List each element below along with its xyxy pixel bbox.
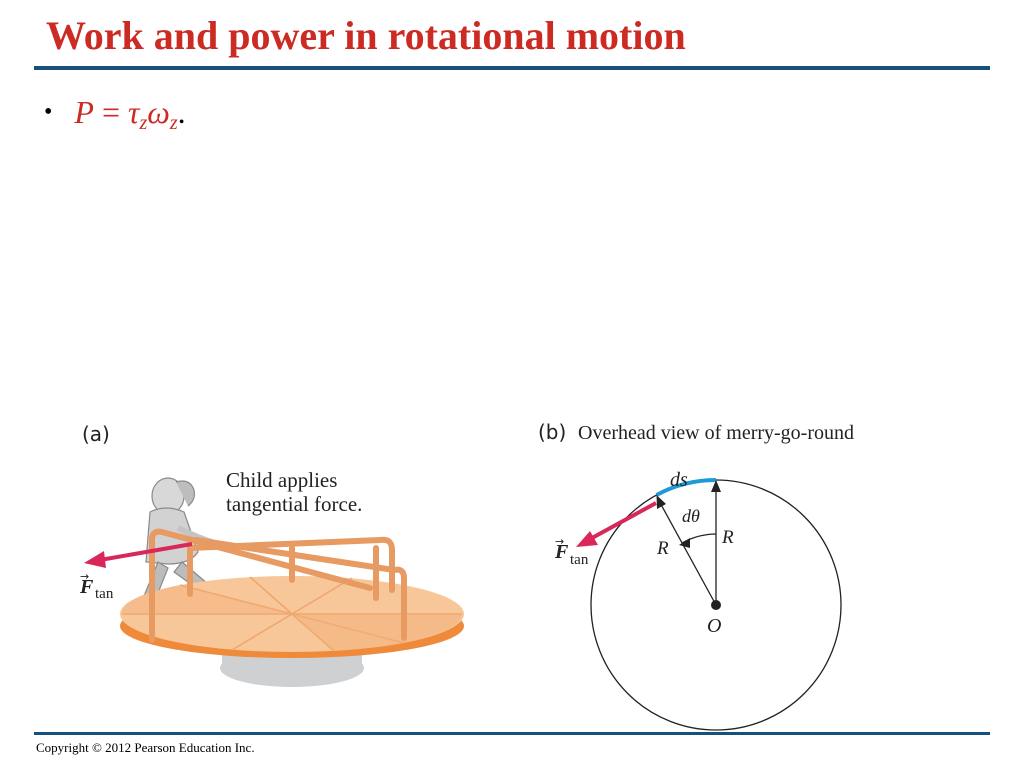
force-subscript-a: tan <box>95 586 114 602</box>
panel-b: (b) Overhead view of merry-go-round ds d… <box>538 420 854 731</box>
radius-line-slanted <box>657 498 717 606</box>
eq-omega: ω <box>147 94 170 130</box>
copyright-text: Copyright © 2012 Pearson Education Inc. <box>36 740 255 755</box>
power-equation: P = τzωz. <box>74 94 186 134</box>
radius-arrowhead-vertical <box>711 480 721 492</box>
radius-label-right: R <box>721 527 734 548</box>
panel-a-caption-line1: Child applies <box>226 468 337 492</box>
force-arrowhead-a <box>84 551 106 568</box>
force-arrowhead-b <box>576 531 598 547</box>
platform-shade-2 <box>121 585 292 614</box>
angle-arrowhead <box>679 538 690 548</box>
center-label: O <box>707 615 721 637</box>
eq-lhs: P <box>74 94 94 130</box>
panel-a: (a) Child applies tangential force. <box>79 422 464 687</box>
eq-period: . <box>177 94 186 130</box>
radius-arrowhead-slanted <box>656 495 666 509</box>
panel-b-caption: Overhead view of merry-go-round <box>578 422 854 444</box>
slide-title: Work and power in rotational motion <box>46 13 686 58</box>
footer-divider <box>34 732 990 735</box>
panel-a-label: (a) <box>82 422 110 446</box>
panel-a-caption-line2: tangential force. <box>226 492 362 516</box>
force-vector-arrow-a: → <box>80 570 89 583</box>
platform-shade <box>292 614 463 651</box>
panel-b-label: (b) <box>538 420 566 444</box>
bullet-item: •P = τzωz. <box>44 92 186 143</box>
bullet-marker: • <box>44 99 53 125</box>
center-point <box>711 600 721 610</box>
force-symbol-b: F <box>554 541 569 563</box>
ds-label: ds <box>670 469 688 491</box>
force-vector-arrow-b: → <box>555 535 564 548</box>
eq-tau: τ <box>128 94 140 130</box>
force-subscript-b: tan <box>570 552 589 568</box>
dtheta-label: dθ <box>682 506 700 526</box>
title-divider <box>34 66 990 70</box>
radius-label-left: R <box>656 538 669 559</box>
eq-equals: = <box>101 94 120 130</box>
arc-ds <box>655 477 717 497</box>
eq-tau-sub: z <box>139 112 148 134</box>
handle-rails <box>149 528 407 643</box>
eq-omega-sub: z <box>169 112 178 134</box>
force-arrow-a <box>99 542 193 562</box>
force-symbol-a: F <box>79 576 94 598</box>
force-arrow-b <box>591 501 657 540</box>
